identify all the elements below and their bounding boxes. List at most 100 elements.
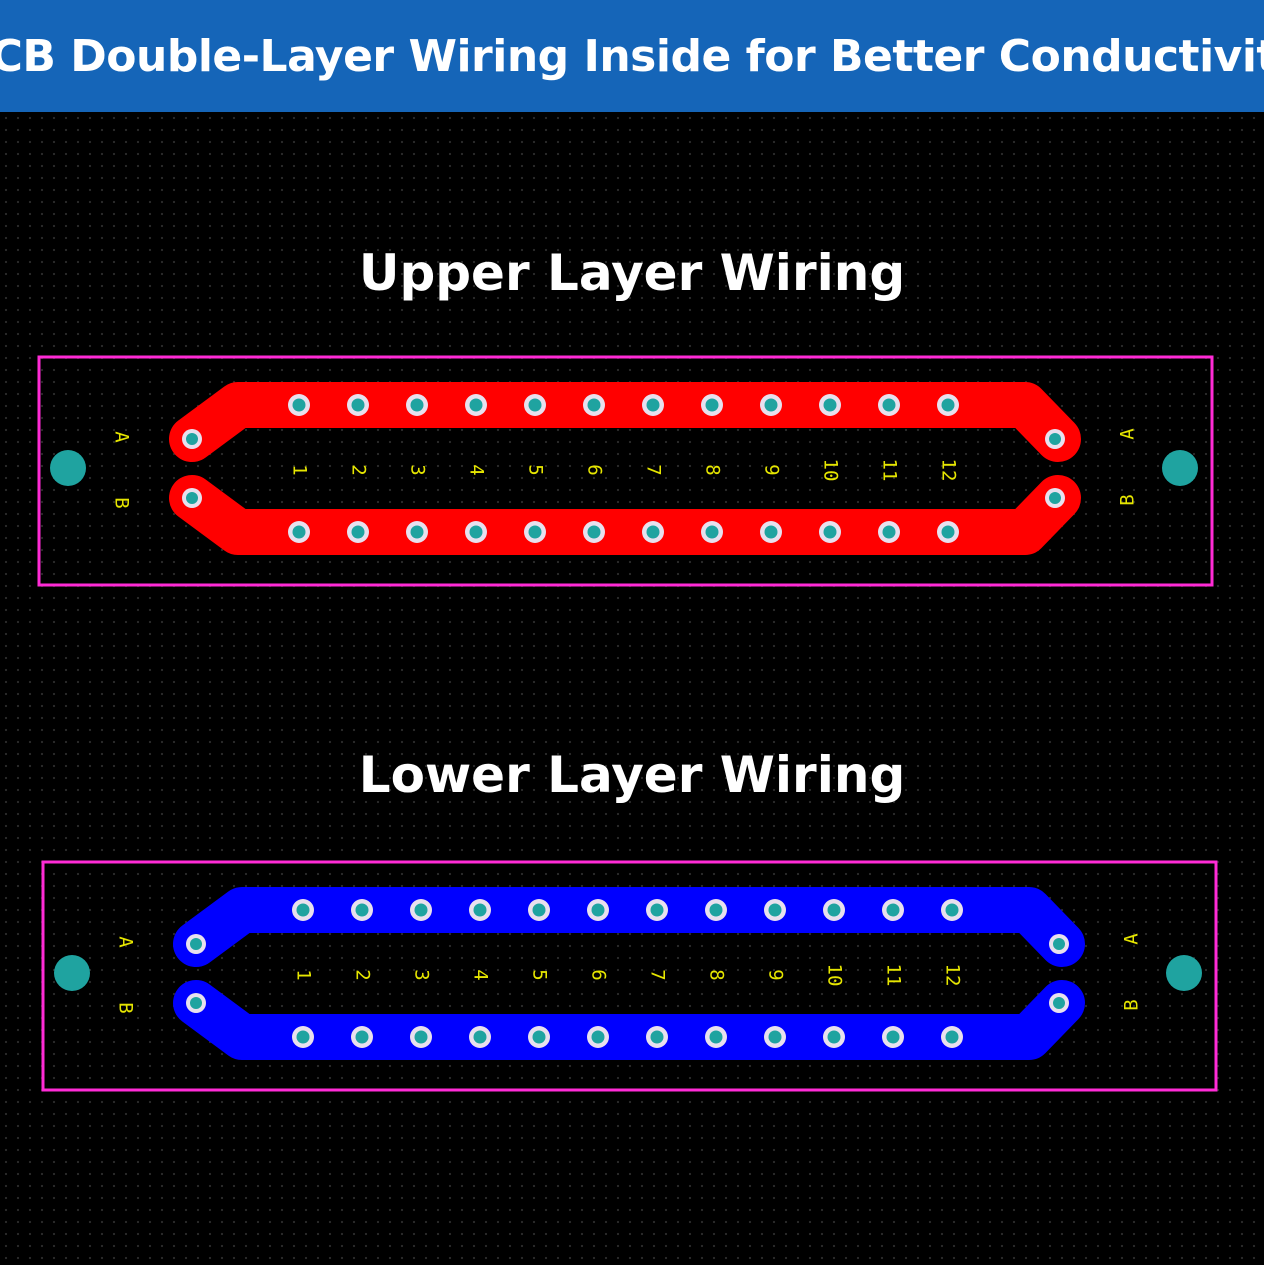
end-pad-hole [1049, 433, 1061, 445]
pin-label: 4 [470, 969, 492, 980]
pin-pad-hole [296, 1030, 310, 1044]
pin-pad-hole [646, 398, 660, 412]
end-pad-hole [1053, 938, 1065, 950]
pin-label: 12 [938, 459, 960, 482]
pin-pad-hole [768, 903, 782, 917]
side-label-a-right: A [1117, 428, 1139, 440]
pin-pad-hole [351, 398, 365, 412]
pin-pad-hole [532, 1030, 546, 1044]
pin-pad-hole [886, 903, 900, 917]
pin-pad-hole [292, 525, 306, 539]
side-label-a-right: A [1121, 933, 1143, 945]
pin-pad-hole [528, 525, 542, 539]
pin-pad-hole [650, 1030, 664, 1044]
pin-pad-hole [768, 1030, 782, 1044]
end-pad-hole [1053, 997, 1065, 1009]
pin-pad-hole [945, 1030, 959, 1044]
pin-pad-hole [414, 903, 428, 917]
upper-layer-title: Upper Layer Wiring [358, 244, 906, 302]
side-label-b-right: B [1121, 999, 1143, 1010]
pin-pad-hole [941, 525, 955, 539]
pin-label: 11 [883, 964, 905, 987]
pin-pad-hole [823, 398, 837, 412]
side-label-b-left: B [115, 1002, 137, 1013]
trace-b [173, 980, 1085, 1060]
pin-pad-hole [709, 1030, 723, 1044]
pin-label: 3 [411, 969, 433, 980]
pin-label: 6 [588, 969, 610, 980]
pin-label: 12 [942, 964, 964, 987]
end-pad-hole [190, 938, 202, 950]
pin-pad-hole [587, 398, 601, 412]
end-pad-hole [186, 492, 198, 504]
pin-label: 3 [407, 464, 429, 475]
pin-label: 8 [702, 464, 724, 475]
pin-pad-hole [650, 903, 664, 917]
pin-pad-hole [292, 398, 306, 412]
pin-pad-hole [823, 525, 837, 539]
mounting-hole-right [1166, 955, 1202, 991]
pin-label: 1 [289, 464, 311, 475]
pin-pad-hole [886, 1030, 900, 1044]
pin-pad-hole [709, 903, 723, 917]
pin-pad-hole [941, 398, 955, 412]
pin-label: 7 [647, 969, 669, 980]
pin-pad-hole [882, 525, 896, 539]
pin-label: 8 [706, 969, 728, 980]
pin-pad-hole [414, 1030, 428, 1044]
trace-b [169, 475, 1081, 555]
pin-pad-hole [410, 398, 424, 412]
pin-label: 2 [348, 464, 370, 475]
pin-label: 11 [879, 459, 901, 482]
pin-pad-hole [827, 903, 841, 917]
pin-pad-hole [473, 1030, 487, 1044]
pin-pad-hole [351, 525, 365, 539]
pin-pad-hole [473, 903, 487, 917]
pin-pad-hole [410, 525, 424, 539]
trace-a [173, 887, 1085, 967]
pin-pad-hole [355, 903, 369, 917]
header-banner: PCB Double-Layer Wiring Inside for Bette… [0, 0, 1264, 112]
mounting-hole-right [1162, 450, 1198, 486]
mounting-hole-left [54, 955, 90, 991]
pin-pad-hole [764, 525, 778, 539]
pin-pad-hole [646, 525, 660, 539]
pin-pad-hole [469, 525, 483, 539]
side-label-a-left: A [115, 936, 137, 948]
board-outline [41, 860, 1218, 1092]
mounting-hole-left [50, 450, 86, 486]
pin-pad-hole [355, 1030, 369, 1044]
page-title: PCB Double-Layer Wiring Inside for Bette… [0, 30, 1264, 82]
end-pad-hole [190, 997, 202, 1009]
pcb-stage [0, 112, 1264, 1265]
pin-pad-hole [827, 1030, 841, 1044]
end-pad-hole [1049, 492, 1061, 504]
side-label-b-right: B [1117, 494, 1139, 505]
pin-label: 9 [765, 969, 787, 980]
pin-label: 7 [643, 464, 665, 475]
pin-pad-hole [469, 398, 483, 412]
end-pad-hole [186, 433, 198, 445]
pin-label: 10 [824, 964, 846, 987]
pin-label: 9 [761, 464, 783, 475]
pin-pad-hole [882, 398, 896, 412]
pin-pad-hole [945, 903, 959, 917]
pin-label: 6 [584, 464, 606, 475]
trace-a [169, 382, 1081, 462]
pin-pad-hole [528, 398, 542, 412]
pin-label: 5 [525, 464, 547, 475]
pin-label: 4 [466, 464, 488, 475]
pin-pad-hole [591, 903, 605, 917]
side-label-b-left: B [111, 497, 133, 508]
pin-pad-hole [764, 398, 778, 412]
lower-layer-title: Lower Layer Wiring [358, 746, 906, 804]
pin-pad-hole [705, 398, 719, 412]
pin-label: 5 [529, 969, 551, 980]
pin-pad-hole [587, 525, 601, 539]
